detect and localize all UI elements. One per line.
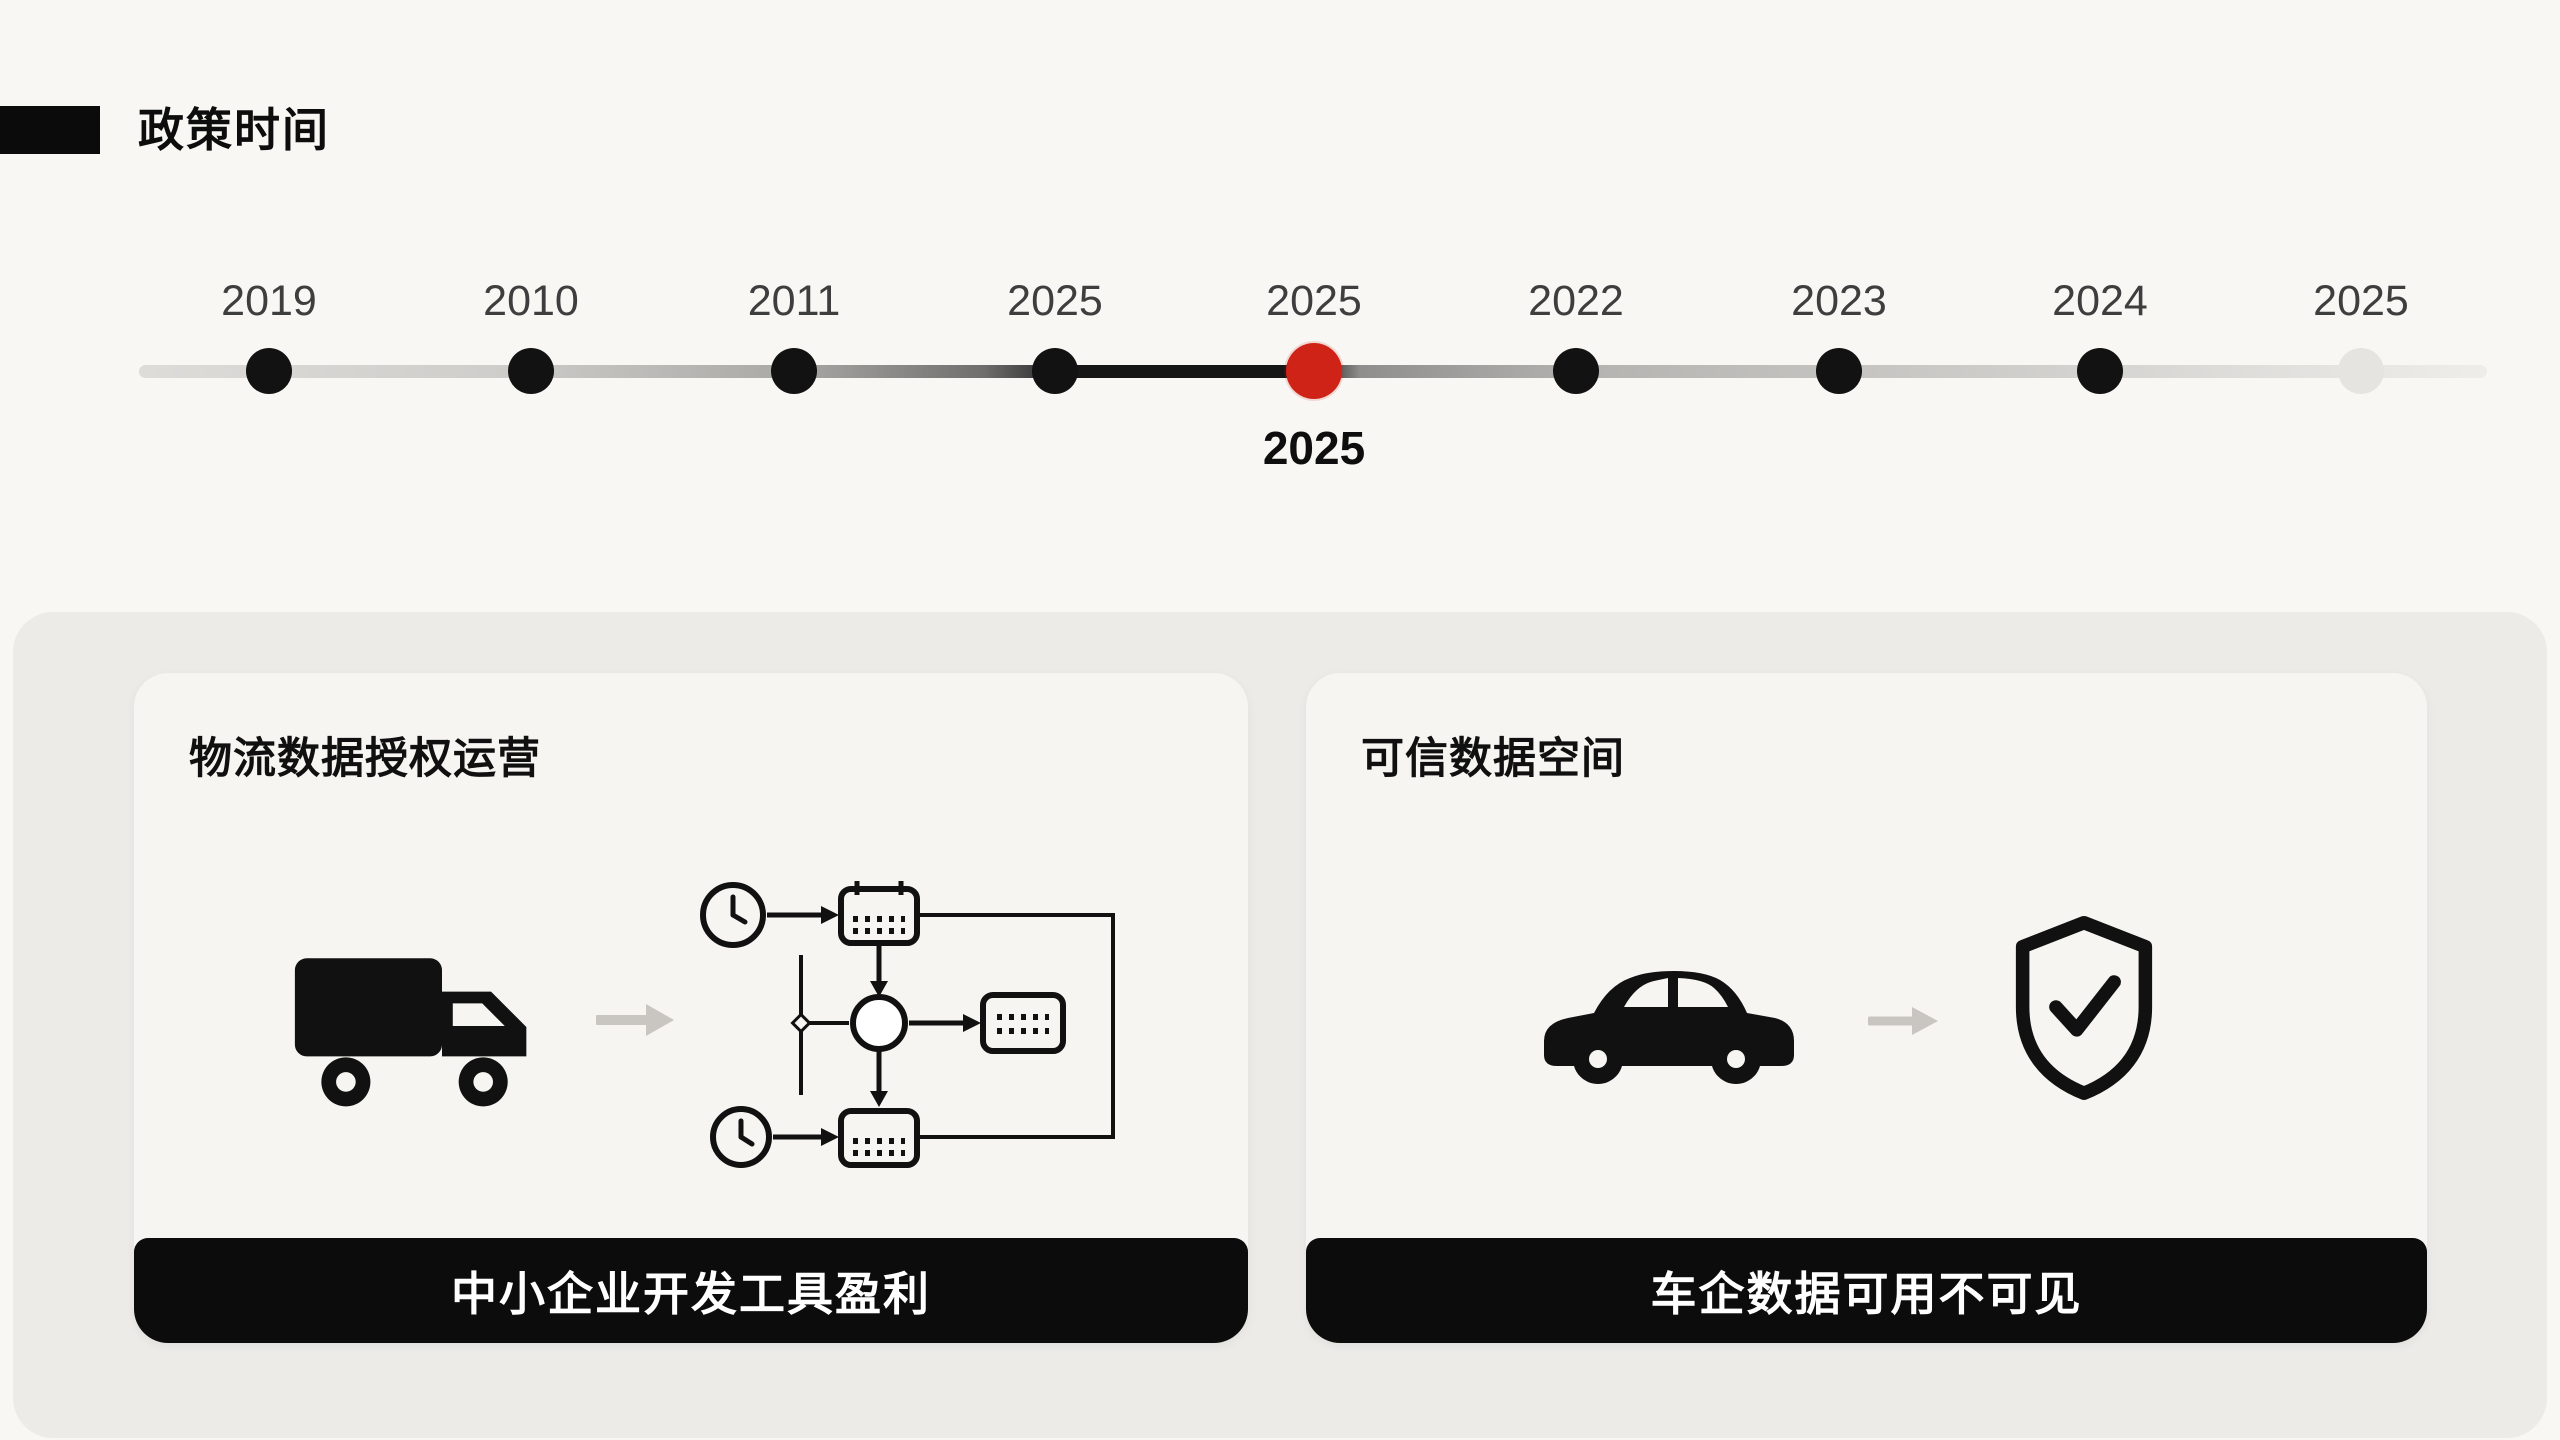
timeline-active-year-label: 2025 [1262,422,1366,474]
timeline-node-6: 2023 [1749,276,1929,394]
title-accent-bar [0,106,100,154]
timeline-dot [1816,348,1862,394]
timeline-year-label: 2024 [2052,277,2148,325]
timeline-year-label: 2023 [1791,277,1887,325]
card-logistics: 物流数据授权运营 [134,673,1248,1343]
timeline-year-label: 2010 [483,277,579,325]
card-footer-banner: 中小企业开发工具盈利 [134,1238,1248,1343]
truck-icon [294,958,527,1107]
timeline-dot [2077,348,2123,394]
card-footer-banner: 车企数据可用不可见 [1306,1238,2427,1343]
timeline-node-7: 2024 [2010,276,2190,394]
arrow-right-icon [596,1004,674,1036]
timeline-dot [2338,348,2384,394]
timeline-node-1: 2010 [441,276,621,394]
timeline-dot [508,348,554,394]
timeline-dot [246,348,292,394]
flowchart-icon [700,881,1115,1168]
card-trusted-space: 可信数据空间 车企数据可用不可见 [1306,673,2427,1343]
timeline-year-label: 2019 [221,277,317,325]
timeline-year-label: 2022 [1528,277,1624,325]
content-panel: 物流数据授权运营 [13,612,2547,1438]
timeline-node-2: 2011 [704,276,884,394]
timeline-node-5: 2022 [1486,276,1666,394]
timeline-year-label: 2011 [747,277,841,325]
arrow-right-icon [1868,1007,1938,1035]
shield-check-icon [2015,915,2153,1101]
policy-timeline: 2019 2010 2011 2025 2025 2025 2022 2023 [139,0,2487,480]
timeline-dot [771,348,817,394]
page-title: 政策时间 [138,104,330,156]
timeline-node-3: 2025 [965,276,1145,394]
timeline-dot [1553,348,1599,394]
timeline-year-label: 2025 [1266,277,1362,325]
card-title: 可信数据空间 [1361,735,1625,783]
car-icon [1544,971,1794,1084]
timeline-dot-active [1286,343,1342,399]
timeline-node-active: 2025 2025 [1224,276,1404,475]
timeline-year-label: 2025 [1007,277,1103,325]
timeline-node-0: 2019 [179,276,359,394]
timeline-year-label: 2025 [2313,277,2409,325]
card-title: 物流数据授权运营 [189,735,541,783]
timeline-dot [1032,348,1078,394]
timeline-node-8: 2025 [2271,276,2451,394]
